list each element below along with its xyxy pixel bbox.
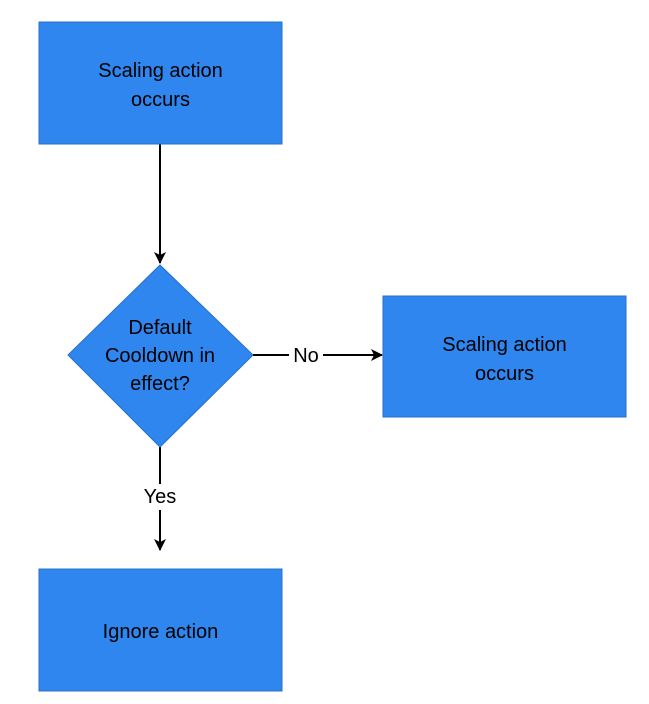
node-start: Scaling action occurs [38, 21, 283, 145]
node-decision-label-line1: Default [128, 317, 192, 339]
edge-label-yes: Yes [144, 486, 177, 508]
edge-decision-to-ignore: Yes [140, 447, 180, 551]
edge-decision-to-scale: No [253, 343, 383, 367]
node-scale-label-line2: occurs [475, 363, 534, 385]
node-scale-box [382, 295, 627, 418]
node-decision: Default Cooldown in effect? [67, 264, 254, 448]
node-start-label-line1: Scaling action [98, 60, 223, 82]
node-decision-label-line2: Cooldown in [105, 345, 215, 367]
node-ignore-box [38, 568, 283, 692]
node-scale-label-line1: Scaling action [442, 334, 567, 356]
node-decision-label-line3: effect? [130, 373, 190, 395]
edge-label-yes-bg [140, 484, 180, 510]
node-decision-diamond [67, 264, 254, 448]
node-start-label-line2: occurs [131, 89, 190, 111]
node-scale: Scaling action occurs [382, 295, 627, 418]
node-ignore-label: Ignore action [103, 621, 219, 643]
edge-label-no-bg [289, 343, 323, 367]
node-ignore: Ignore action [38, 568, 283, 692]
edge-label-no: No [293, 345, 319, 367]
node-start-box [38, 21, 283, 145]
